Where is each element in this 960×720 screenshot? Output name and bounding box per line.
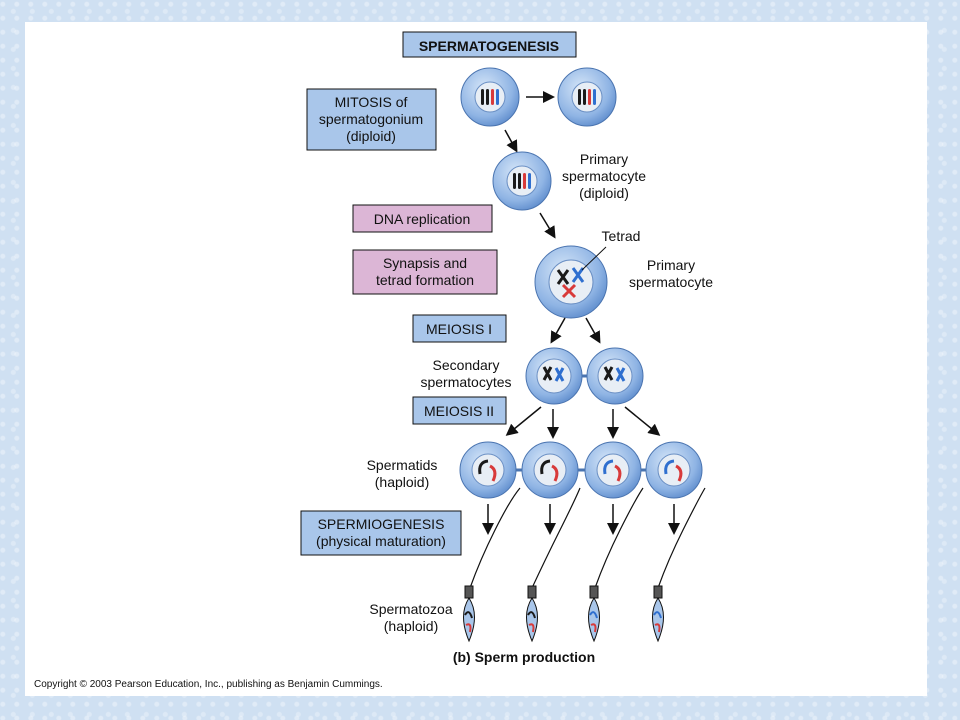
spermatid-cell-3 <box>584 441 642 499</box>
secondary-line-1: Secondary <box>433 357 500 373</box>
spermatozoon-2 <box>526 585 538 643</box>
diagram-panel <box>25 22 927 696</box>
primary-spermatocyte-diploid-cell <box>492 151 552 211</box>
synapsis-line-2: tetrad formation <box>376 272 474 288</box>
mitosis-box: MITOSIS of spermatogonium (diploid) <box>306 88 437 151</box>
spermatid-cell-4 <box>645 441 703 499</box>
secondary-line-2: spermatocytes <box>420 374 511 390</box>
arrow-to-primary <box>539 212 556 239</box>
meiosis-2-box: MEIOSIS II <box>412 396 507 425</box>
spermiogenesis-line-1: SPERMIOGENESIS <box>318 516 445 532</box>
spermiogenesis-line-2: (physical maturation) <box>316 533 446 549</box>
meiosis-2-arrow-1 <box>505 406 542 436</box>
tetrad-label: Tetrad <box>602 228 641 244</box>
primary-diploid-line-2: spermatocyte <box>562 168 646 184</box>
spermatids-line-1: Spermatids <box>367 457 438 473</box>
primary-diploid-line-1: Primary <box>580 151 628 167</box>
title-box: SPERMATOGENESIS <box>402 31 577 58</box>
spermatozoon-3 <box>588 585 600 643</box>
mitosis-line-2: spermatogonium <box>319 111 423 127</box>
spermatozoon-4 <box>652 585 664 643</box>
meiosis-1-label: MEIOSIS I <box>426 321 492 337</box>
meiosis-1-arrow-right <box>585 317 601 344</box>
primary-spermatocyte-cell <box>534 245 608 319</box>
primary-line-2: spermatocyte <box>629 274 713 290</box>
secondary-spermatocyte-cell-2 <box>586 347 644 405</box>
spermatozoon-1 <box>463 585 475 643</box>
meiosis-1-arrow-left <box>550 317 566 344</box>
tetrad-pointer <box>581 246 607 271</box>
spermatogonium-cell-2 <box>557 67 617 127</box>
spermatid-cell-1 <box>459 441 517 499</box>
meiosis-1-box: MEIOSIS I <box>412 314 507 343</box>
arrow-to-primary-diploid <box>504 129 518 153</box>
spermatozoa-line-2: (haploid) <box>384 618 438 634</box>
meiosis-2-label: MEIOSIS II <box>424 403 494 419</box>
synapsis-line-1: Synapsis and <box>383 255 467 271</box>
figure-caption: (b) Sperm production <box>453 649 595 665</box>
mitosis-line-1: MITOSIS of <box>335 94 408 110</box>
mitosis-line-3: (diploid) <box>346 128 396 144</box>
meiosis-2-arrow-4 <box>624 406 661 436</box>
synapsis-box: Synapsis and tetrad formation <box>352 249 498 295</box>
spermatids-line-2: (haploid) <box>375 474 429 490</box>
spermatogonium-cell-1 <box>460 67 520 127</box>
primary-line-1: Primary <box>647 257 695 273</box>
secondary-spermatocyte-cell-1 <box>525 347 583 405</box>
spermatid-cell-2 <box>521 441 579 499</box>
spermatozoa-line-1: Spermatozoa <box>369 601 452 617</box>
primary-diploid-line-3: (diploid) <box>579 185 629 201</box>
diagram-title: SPERMATOGENESIS <box>419 38 559 54</box>
spermiogenesis-box: SPERMIOGENESIS (physical maturation) <box>300 510 462 556</box>
dna-replication-box: DNA replication <box>352 204 493 233</box>
dna-replication-label: DNA replication <box>374 211 471 227</box>
copyright-notice: Copyright © 2003 Pearson Education, Inc.… <box>34 679 383 690</box>
